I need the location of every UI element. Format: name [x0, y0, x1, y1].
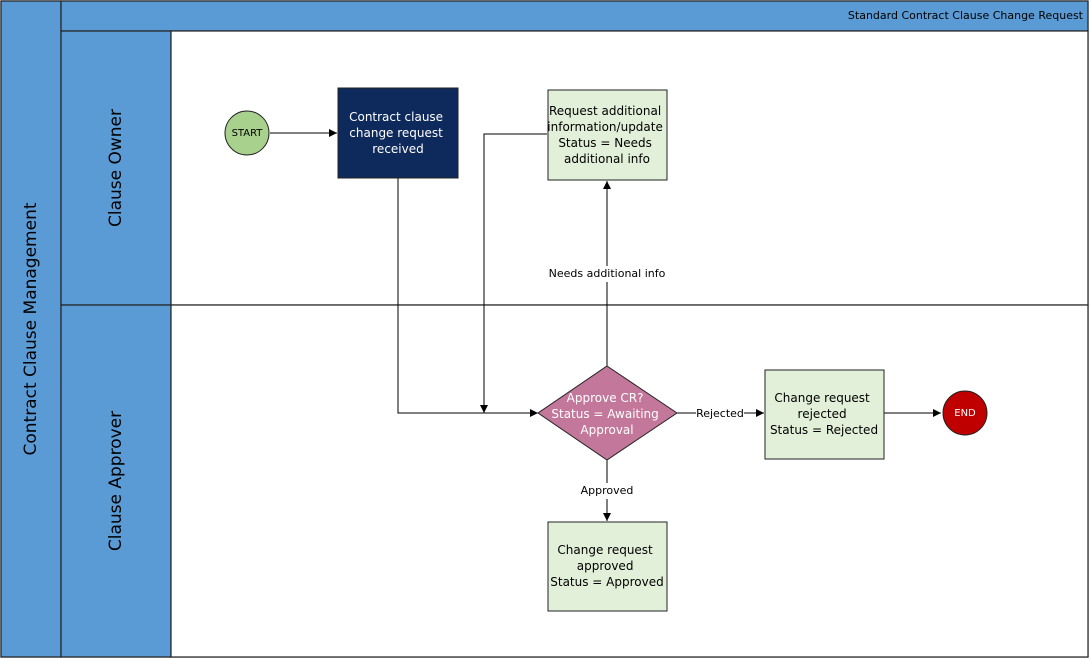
pool-label: Contract Clause Management — [21, 202, 41, 455]
task-request-approved-label: Change request approved Status = Approve… — [550, 543, 663, 589]
rejected-line-1: Change request — [774, 391, 870, 405]
info-line-4: additional info — [564, 152, 650, 166]
task-request-approved — [547, 521, 668, 612]
end-label: END — [954, 408, 976, 419]
info-line-1: Request additional — [549, 104, 661, 118]
decision-line-1: Approve CR? — [567, 391, 644, 405]
task-request-received — [337, 87, 459, 179]
info-line-3: Status = Needs — [558, 136, 652, 150]
rejected-line-3: Status = Rejected — [770, 423, 878, 437]
header-title: Standard Contract Clause Change Request — [848, 9, 1084, 22]
edge-received-to-decision — [397, 178, 538, 417]
info-line-2: information/update — [547, 120, 663, 134]
approved-line-1: Change request — [557, 543, 653, 557]
lane-label-clause-approver: Clause Approver — [106, 411, 126, 551]
edge-label-approved-bg — [578, 483, 636, 499]
task-request-received-label: Contract clause change request received — [349, 110, 447, 156]
edge-label-approved: Approved — [581, 484, 634, 497]
lane-clause-owner-band — [60, 30, 172, 306]
rejected-line-2: rejected — [798, 407, 847, 421]
end-event — [942, 390, 988, 436]
edge-label-needs-info: Needs additional info — [549, 267, 666, 280]
task-request-info — [547, 89, 668, 181]
approved-line-2: approved — [577, 559, 634, 573]
received-line-3: received — [372, 142, 423, 156]
task-request-rejected-label: Change request rejected Status = Rejecte… — [770, 391, 878, 437]
pool-label-band — [0, 0, 62, 658]
lane-label-clause-owner: Clause Owner — [106, 109, 126, 227]
lane-clause-approver-band — [60, 304, 172, 658]
task-request-info-label: Request additional information/update St… — [547, 104, 666, 166]
decision-line-2: Status = Awaiting — [551, 407, 658, 421]
edge-info-to-decision — [480, 133, 547, 413]
received-line-2: change request — [349, 126, 443, 140]
start-label: START — [232, 128, 264, 139]
received-line-1: Contract clause — [349, 110, 443, 124]
task-request-rejected — [764, 369, 885, 460]
edge-label-rejected-bg — [696, 406, 744, 421]
edge-label-needs-info-bg — [547, 266, 667, 282]
decision-line-3: Approval — [580, 423, 633, 437]
edge-label-rejected: Rejected — [696, 407, 744, 420]
header-bar — [60, 0, 1089, 32]
decision-approve-cr-label: Approve CR? Status = Awaiting Approval — [551, 391, 662, 437]
approved-line-3: Status = Approved — [550, 575, 663, 589]
decision-approve-cr — [537, 365, 678, 461]
start-event — [224, 110, 270, 156]
